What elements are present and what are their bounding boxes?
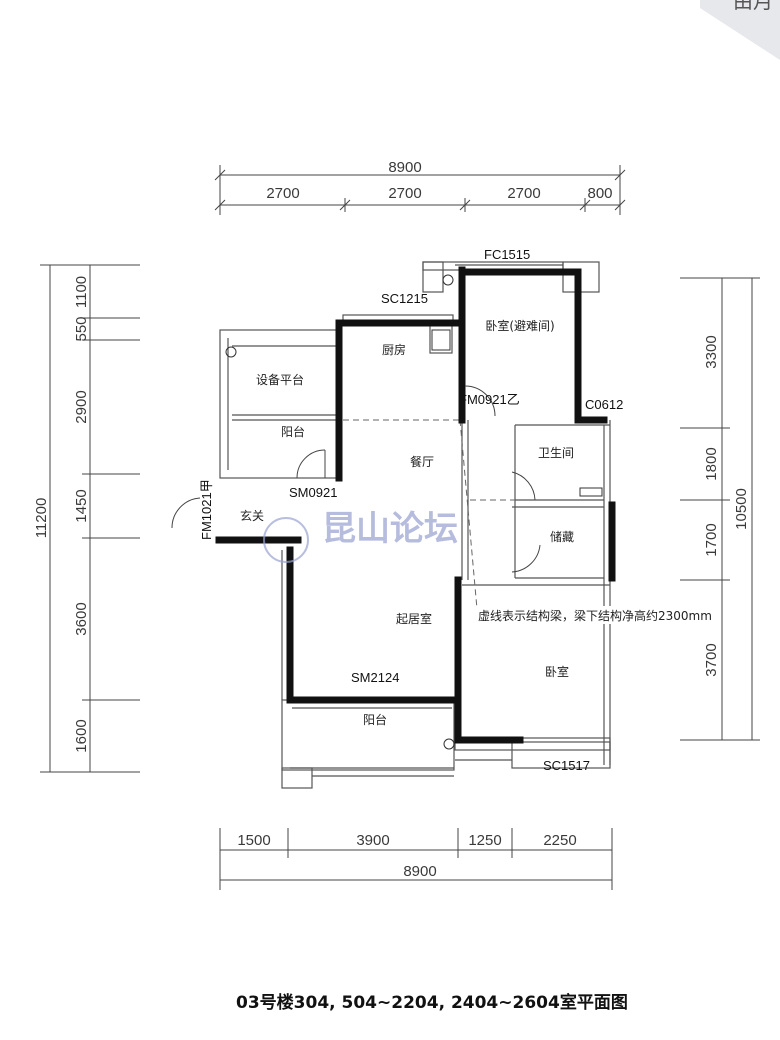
code-sm0921: SM0921 [289, 485, 337, 500]
watermark: 昆山论坛 [263, 509, 458, 563]
vanity-icon [579, 487, 603, 497]
right-dim-3: 1700 [703, 523, 720, 556]
top-dimension [214, 165, 626, 215]
note-background [476, 606, 720, 624]
room-kitchen: 厨房 [382, 342, 406, 357]
drain-icon [443, 738, 455, 750]
bottom-dim-2: 3900 [356, 832, 389, 849]
code-c0612: C0612 [585, 397, 623, 412]
top-dim-1: 2700 [266, 185, 299, 202]
room-bedroom-refuge: 卧室(避难间) [485, 318, 554, 333]
room-south-balcony: 阳台 [363, 712, 387, 727]
left-total-dim: 11200 [33, 498, 50, 539]
left-dim-5: 3600 [73, 602, 90, 635]
right-dim-4: 3700 [703, 643, 720, 676]
fixtures [225, 274, 603, 750]
watermark-logo-icon [263, 517, 309, 563]
left-dim-2: 550 [73, 316, 90, 341]
top-total-dim: 8900 [388, 159, 421, 176]
beam-dashed-lines [343, 419, 515, 621]
left-dim-4: 1450 [73, 489, 90, 522]
top-dim-3: 2700 [507, 185, 540, 202]
top-dim-2: 2700 [388, 185, 421, 202]
right-dim-1: 3300 [703, 335, 720, 368]
top-dim-4: 800 [587, 185, 612, 202]
room-bathroom: 卫生间 [538, 446, 574, 460]
structural-note: 虚线表示结构梁，梁下结构净高约2300mm [478, 608, 712, 623]
right-total-dim: 10500 [733, 488, 750, 530]
code-fm1021: FM1021甲 [199, 479, 214, 540]
right-dim-labels: 3300 1800 1700 3700 10500 [703, 335, 750, 676]
code-fm0921: FM0921乙 [459, 392, 520, 407]
drain-icon [225, 346, 237, 358]
room-north-balcony: 阳台 [281, 424, 305, 439]
code-fc1515: FC1515 [484, 247, 530, 262]
left-dim-labels: 11200 1100 550 2900 1450 3600 1600 [33, 276, 90, 753]
plan-title: 03号楼304, 504~2204, 2404~2604室平面图 [236, 992, 628, 1013]
bottom-dim-1: 1500 [237, 832, 270, 849]
left-dim-6: 1600 [73, 719, 90, 752]
room-storage: 储藏 [550, 529, 574, 544]
bottom-dimension [219, 828, 613, 890]
right-dim-2: 1800 [703, 447, 720, 480]
room-entry: 玄关 [240, 508, 264, 523]
thick-walls [215, 266, 616, 744]
left-dim-3: 2900 [73, 390, 90, 423]
bottom-dim-4: 2250 [543, 832, 576, 849]
room-living: 起居室 [396, 611, 432, 626]
room-bedroom: 卧室 [545, 664, 569, 679]
bottom-total-dim: 8900 [403, 863, 436, 880]
watermark-text: 昆山论坛 [322, 509, 458, 549]
left-dim-1: 1100 [73, 276, 90, 308]
room-dining: 餐厅 [410, 454, 434, 469]
shaft-icon [431, 329, 451, 351]
left-dimension [40, 264, 140, 773]
bottom-dim-3: 1250 [468, 832, 501, 849]
code-sm2124: SM2124 [351, 670, 399, 685]
corner-text: 由月 [733, 0, 773, 13]
room-equipment-platform: 设备平台 [256, 372, 304, 387]
code-sc1215: SC1215 [381, 291, 428, 306]
drain-icon [442, 274, 454, 286]
door-swings [171, 385, 541, 573]
right-dimension [680, 277, 760, 741]
code-sc1517: SC1517 [543, 758, 590, 773]
